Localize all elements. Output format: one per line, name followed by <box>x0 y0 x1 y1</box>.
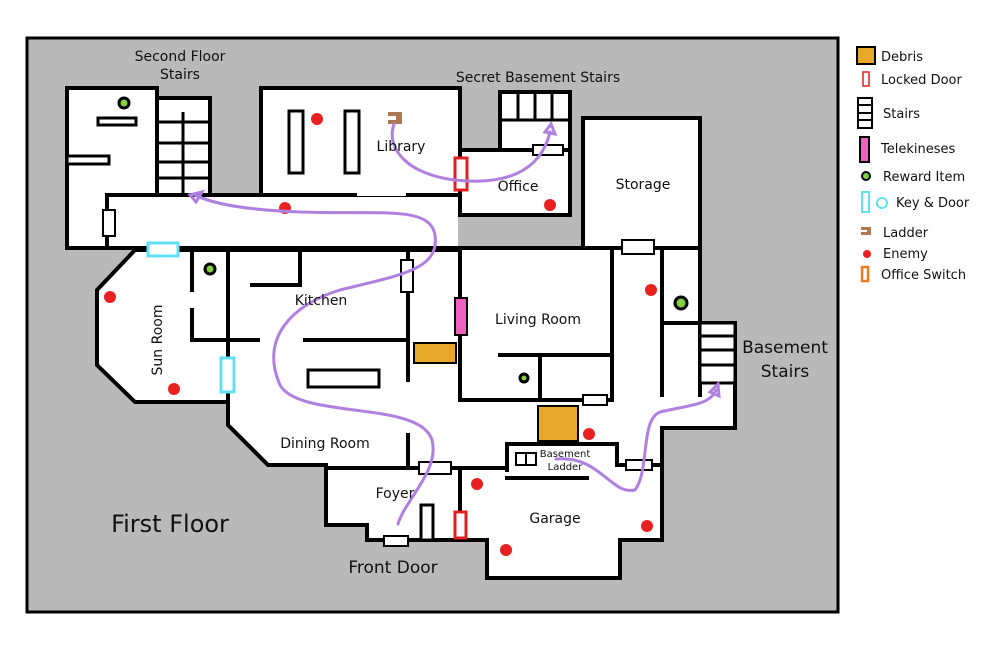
route-paths <box>187 120 721 526</box>
legend-label: Ladder <box>883 226 929 241</box>
stairs-icon <box>157 92 737 466</box>
reward-item-icon <box>203 262 217 276</box>
arrow-icon <box>187 189 206 205</box>
label-library: Library <box>377 139 426 155</box>
locked-door-icon <box>453 156 469 192</box>
legend-label: Enemy <box>883 247 928 262</box>
reward-item-icon <box>518 372 530 384</box>
arrow-icon <box>707 380 721 399</box>
legend-label: Key & Door <box>896 196 970 211</box>
reward-item-icon <box>673 295 689 311</box>
enemy-icon <box>500 544 512 556</box>
office-switch-icon <box>860 265 870 283</box>
door-icon <box>102 209 116 237</box>
key-icon <box>876 197 888 209</box>
locked-door-icon <box>862 71 870 87</box>
label-dining-room: Dining Room <box>280 436 370 452</box>
enemy-icon <box>104 291 116 303</box>
ladder-icon <box>861 227 871 235</box>
label-secret-basement-stairs: Secret Basement Stairs <box>456 70 620 86</box>
doors <box>102 144 655 547</box>
route-path <box>390 122 552 183</box>
label-sun-room: Sun Room <box>150 305 166 376</box>
door-icon <box>400 259 414 293</box>
label-front-door: Front Door <box>348 558 437 578</box>
legend-label: Locked Door <box>881 73 962 88</box>
enemy-icon <box>641 520 653 532</box>
telekinesis-icon <box>859 136 870 163</box>
door-icon <box>582 394 608 406</box>
telekinesis-icon <box>454 297 468 336</box>
door-icon <box>418 461 452 475</box>
label-basement-ladder-2: Ladder <box>548 462 584 473</box>
rewards <box>117 96 689 384</box>
ground-floor-outline <box>95 246 737 580</box>
legend-label: Stairs <box>883 107 920 122</box>
legend-label: Debris <box>881 50 923 65</box>
label-basement-stairs: Basement <box>742 338 828 358</box>
floor-title: First Floor <box>111 510 229 538</box>
legend: Debris Locked Door Stairs Telekineses Re… <box>856 46 970 283</box>
enemy-icon <box>168 383 180 395</box>
arrow-icon <box>542 120 558 137</box>
debris-icon <box>856 46 876 65</box>
enemy-icon <box>471 478 483 490</box>
legend-label: Reward Item <box>883 170 965 185</box>
label-kitchen: Kitchen <box>295 293 348 309</box>
label-garage: Garage <box>529 511 580 527</box>
enemy-icon <box>645 284 657 296</box>
door-icon <box>383 535 409 547</box>
door-icon <box>621 239 655 255</box>
debris-icon <box>413 342 457 364</box>
reward-item-icon <box>117 96 131 110</box>
reward-item-icon <box>861 171 871 181</box>
label-living-room: Living Room <box>495 312 581 328</box>
door-icon <box>532 144 564 156</box>
legend-label: Office Switch <box>881 268 966 283</box>
stairs-icon <box>857 97 873 129</box>
label-basement-ladder: Basement <box>540 449 591 460</box>
enemy-icon <box>583 428 595 440</box>
key-door-icon <box>146 241 180 258</box>
key-door-icon <box>861 191 870 213</box>
label-office: Office <box>498 179 539 195</box>
key-door-icon <box>219 356 236 394</box>
locked-door-icon <box>453 510 468 540</box>
ladder-icon <box>388 112 402 124</box>
debris-icon <box>537 405 579 442</box>
label-basement-stairs-2: Stairs <box>761 362 810 382</box>
label-second-floor-stairs: Second Floor <box>135 49 226 65</box>
label-second-floor-stairs-2: Stairs <box>160 67 200 83</box>
legend-label: Telekineses <box>880 142 955 157</box>
route-path <box>193 193 437 526</box>
enemy-icon <box>863 250 871 258</box>
route-path <box>554 388 718 492</box>
door-icon <box>625 459 653 471</box>
label-foyer: Foyer <box>376 486 415 502</box>
label-storage: Storage <box>616 177 671 193</box>
enemy-icon <box>311 113 323 125</box>
room-labels: Second Floor Stairs Secret Basement Stai… <box>111 49 828 578</box>
enemy-icon <box>544 199 556 211</box>
